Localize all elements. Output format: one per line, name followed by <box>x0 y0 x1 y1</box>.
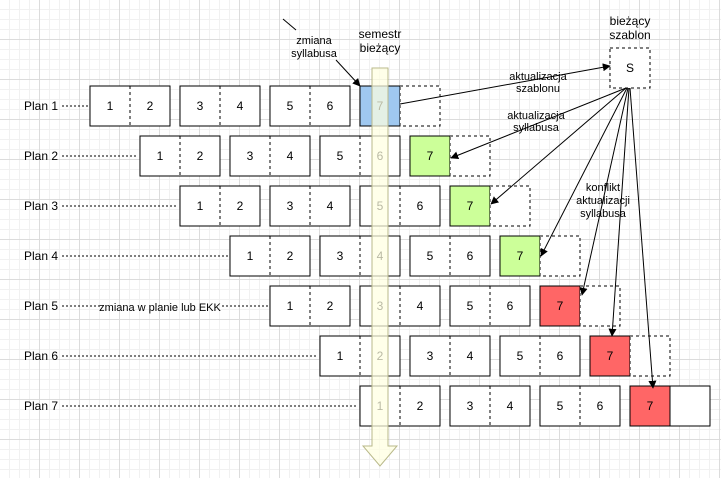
arrow-to-plan5 <box>579 87 629 296</box>
plan-label: Plan 1 <box>24 99 58 113</box>
semester-cell-label: 4 <box>417 299 424 313</box>
semestr-label-2: bieżący <box>360 41 401 55</box>
semester-cell-label: 6 <box>417 199 424 213</box>
plan-row: Plan 31234567 <box>24 185 531 227</box>
semester-cell-label: 5 <box>287 99 294 113</box>
semester-cell-label: 7 <box>647 399 654 413</box>
konflikt-label-1: konflikt <box>586 182 620 194</box>
semester-cell-label: 6 <box>597 399 604 413</box>
semester-7-cell <box>449 185 491 227</box>
semester-cell-label: 5 <box>427 249 434 263</box>
semester-cell-label: 2 <box>197 149 204 163</box>
plan-label: Plan 4 <box>24 249 58 263</box>
semester-cell-label: 3 <box>427 349 434 363</box>
plan-row: Plan 61234567 <box>24 335 671 377</box>
semester-cell-label: 2 <box>417 399 424 413</box>
semester-cell-label: 1 <box>107 99 114 113</box>
akt-szablonu-label-2: szablonu <box>516 83 560 95</box>
plan-row: Plan 21234567 <box>24 135 491 177</box>
semester-cell-label: 7 <box>557 299 564 313</box>
arrow-to-plan2 <box>450 87 627 160</box>
semester-cell-label: 1 <box>337 349 344 363</box>
semester-cell-label: 3 <box>247 149 254 163</box>
semester-cell-label: 3 <box>467 399 474 413</box>
zmiana-w-planie-label: zmiana w planie lub EKK <box>99 302 221 314</box>
semester-8-placeholder <box>539 235 581 277</box>
semester-7-cell <box>409 135 451 177</box>
zmiana-arrow <box>335 59 361 87</box>
semester-8-placeholder <box>669 385 711 427</box>
akt-szablonu-label-1: aktualizacja <box>509 71 567 83</box>
semester-cell-label: 3 <box>287 199 294 213</box>
plan-label: Plan 7 <box>24 399 58 413</box>
plan-row: Plan 71234567 <box>24 385 711 427</box>
semester-cell-label: 7 <box>467 199 474 213</box>
semester-cell-label: 5 <box>517 349 524 363</box>
konflikt-label-3: syllabusa <box>580 208 627 220</box>
zmiana-tick <box>282 18 297 31</box>
semester-cell-label: 4 <box>237 99 244 113</box>
akt-syllabusa-label-1: aktualizacja <box>507 110 565 122</box>
semester-cell-label: 1 <box>247 249 254 263</box>
szablon-label-2: szablon <box>609 28 650 42</box>
plan-label: Plan 2 <box>24 149 58 163</box>
szablon-label-1: bieżący <box>610 14 651 28</box>
semester-cell-label: 1 <box>197 199 204 213</box>
plans-layer: Plan 11234567Plan 21234567Plan 31234567P… <box>24 85 711 427</box>
semester-cell-label: 5 <box>337 149 344 163</box>
arrow-to-plan3 <box>490 87 627 205</box>
semester-cell-label: 4 <box>507 399 514 413</box>
akt-syllabusa-label-2: syllabusa <box>513 122 560 134</box>
semester-cell-label: 6 <box>507 299 514 313</box>
current-semester-arrow <box>361 67 399 467</box>
semester-7-cell <box>539 285 581 327</box>
arrow-to-template <box>399 63 611 105</box>
semester-cell-label: 5 <box>557 399 564 413</box>
plan-label: Plan 5 <box>24 299 58 313</box>
semester-cell-label: 7 <box>517 249 524 263</box>
semester-cell-label: 7 <box>607 349 614 363</box>
plan-row: Plan 41234567 <box>24 235 581 277</box>
arrow-to-plan4 <box>540 87 628 257</box>
semestr-label-1: semestr <box>359 27 402 41</box>
arrow-to-plan7 <box>629 87 657 389</box>
szablon-box-label: S <box>626 61 634 75</box>
semester-cell-label: 2 <box>287 249 294 263</box>
semester-cell-label: 4 <box>327 199 334 213</box>
semester-cell-label: 4 <box>467 349 474 363</box>
semester-cell-label: 1 <box>157 149 164 163</box>
plan-label: Plan 6 <box>24 349 58 363</box>
arrow-to-plan6 <box>608 87 630 337</box>
semester-cell-label: 2 <box>327 299 334 313</box>
semester-8-placeholder <box>629 335 671 377</box>
zmiana-syllabusa-label-2: syllabusa <box>291 48 338 60</box>
semester-cell-label: 4 <box>287 149 294 163</box>
semester-cell-label: 1 <box>287 299 294 313</box>
semester-cell-label: 7 <box>427 149 434 163</box>
semester-cell-label: 2 <box>147 99 154 113</box>
semester-cell-label: 6 <box>327 99 334 113</box>
semester-cell-label: 5 <box>467 299 474 313</box>
semester-8-placeholder <box>399 85 441 127</box>
semester-8-placeholder <box>489 185 531 227</box>
semester-cell-label: 3 <box>197 99 204 113</box>
update-arrows <box>399 63 657 389</box>
semester-cell-label: 6 <box>467 249 474 263</box>
semester-cell-label: 3 <box>337 249 344 263</box>
semester-cell-label: 2 <box>237 199 244 213</box>
zmiana-syllabusa-label-1: zmiana <box>296 35 332 47</box>
semester-cell-label: 6 <box>557 349 564 363</box>
plan-label: Plan 3 <box>24 199 58 213</box>
